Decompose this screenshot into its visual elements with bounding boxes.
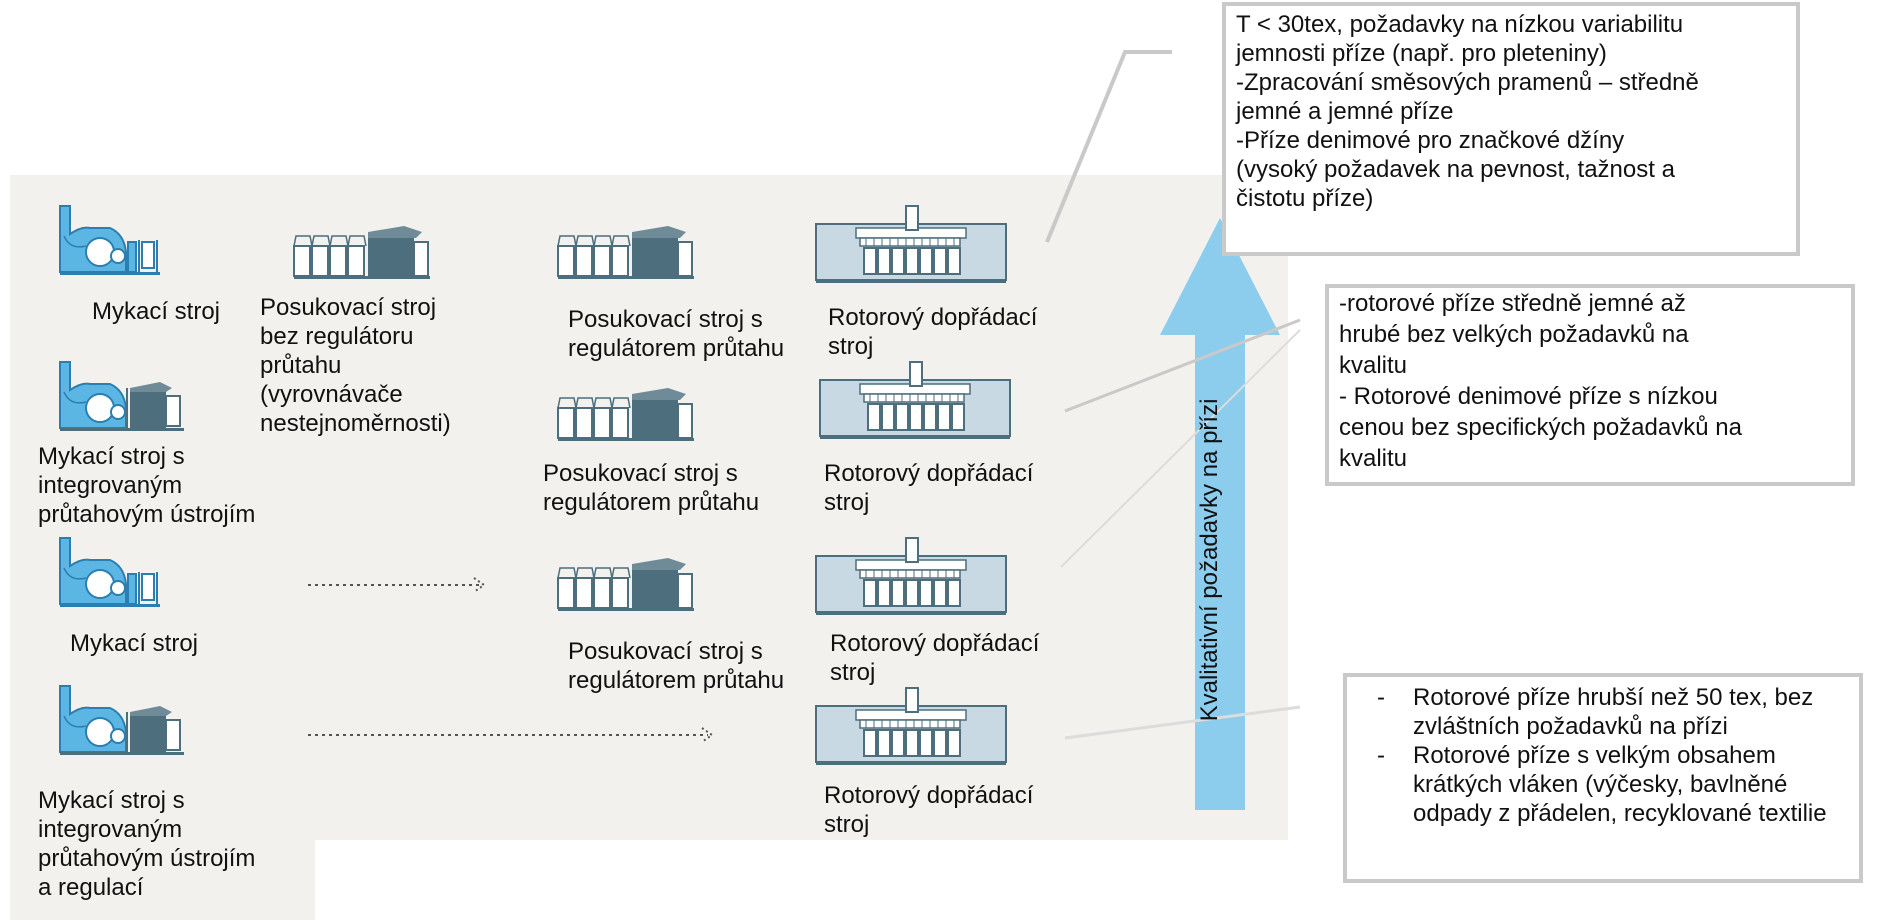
label-rotor-row3: Rotorový dopřádací stroj bbox=[830, 630, 1040, 686]
label-drawframe-no-regulator: Posukovací stroj bez regulátoru průtahu … bbox=[260, 294, 451, 437]
diagram-background-extension bbox=[10, 840, 315, 920]
connector-line-row2 bbox=[1064, 318, 1301, 413]
quality-arrow-shape bbox=[1160, 218, 1280, 810]
label-rotor-row1: Rotorový dopřádací stroj bbox=[828, 304, 1038, 360]
dotted-arrow-head-row4 bbox=[701, 727, 714, 743]
label-card-row1: Mykací stroj bbox=[92, 298, 221, 325]
note-list-item: - Rotorové příze s velkým obsahem krátký… bbox=[1357, 741, 1849, 828]
list-dash: - bbox=[1377, 684, 1385, 711]
carding-machine-icon-row1 bbox=[59, 205, 161, 276]
note-list-item: - Rotorové příze hrubší než 50 tex, bez … bbox=[1357, 683, 1849, 741]
rotor-spinning-icon-row4 bbox=[815, 687, 1007, 766]
drawframe-regulated-icon-row2 bbox=[557, 387, 695, 442]
note-text: Rotorové příze hrubší než 50 tex, bez zv… bbox=[1413, 684, 1814, 740]
note-box-middle: -rotorové příze středně jemné až hrubé b… bbox=[1325, 284, 1855, 486]
carding-machine-integrated-icon-row2 bbox=[59, 361, 185, 432]
label-rotor-row2: Rotorový dopřádací stroj bbox=[824, 460, 1034, 516]
carding-machine-icon-row3 bbox=[59, 537, 161, 608]
label-card-row3: Mykací stroj bbox=[70, 630, 199, 657]
label-drawframe-regulated-row2: Posukovací stroj s regulátorem průtahu bbox=[543, 460, 760, 516]
label-drawframe-regulated-row1: Posukovací stroj s regulátorem průtahu bbox=[568, 306, 785, 362]
drawframe-icon-row1a bbox=[293, 225, 431, 280]
note-box-bottom: - Rotorové příze hrubší než 50 tex, bez … bbox=[1343, 673, 1863, 883]
connector-line-row1 bbox=[1045, 50, 1172, 243]
label-rotor-row4: Rotorový dopřádací stroj bbox=[824, 782, 1034, 838]
dotted-arrow-head-row3 bbox=[473, 577, 486, 593]
connector-line-row3 bbox=[1060, 329, 1301, 568]
note-text: Rotorové příze s velkým obsahem krátkých… bbox=[1413, 742, 1827, 827]
drawframe-regulated-icon-row3 bbox=[557, 557, 695, 612]
carding-machine-integrated-reg-icon-row4 bbox=[59, 685, 185, 756]
connector-line-row4 bbox=[1064, 705, 1301, 740]
rotor-spinning-icon-row1 bbox=[815, 205, 1007, 284]
rotor-spinning-icon-row2 bbox=[819, 361, 1011, 440]
label-card-integrated-row2: Mykací stroj s integrovaným průtahovým ú… bbox=[38, 443, 256, 528]
quality-axis-label-text: Kvalitativní požadavky na přízi bbox=[1196, 398, 1223, 722]
drawframe-regulated-icon-row1 bbox=[557, 225, 695, 280]
diagram-background bbox=[10, 175, 1288, 840]
note-box-top: T < 30tex, požadavky na nízkou variabili… bbox=[1222, 2, 1800, 256]
note-list: - Rotorové příze hrubší než 50 tex, bez … bbox=[1357, 683, 1849, 828]
label-card-integrated-regulation-row4: Mykací stroj s integrovaným průtahovým ú… bbox=[38, 787, 256, 901]
rotor-spinning-icon-row3 bbox=[815, 537, 1007, 616]
label-drawframe-regulated-row3: Posukovací stroj s regulátorem průtahu bbox=[568, 638, 785, 694]
list-dash: - bbox=[1377, 742, 1385, 769]
